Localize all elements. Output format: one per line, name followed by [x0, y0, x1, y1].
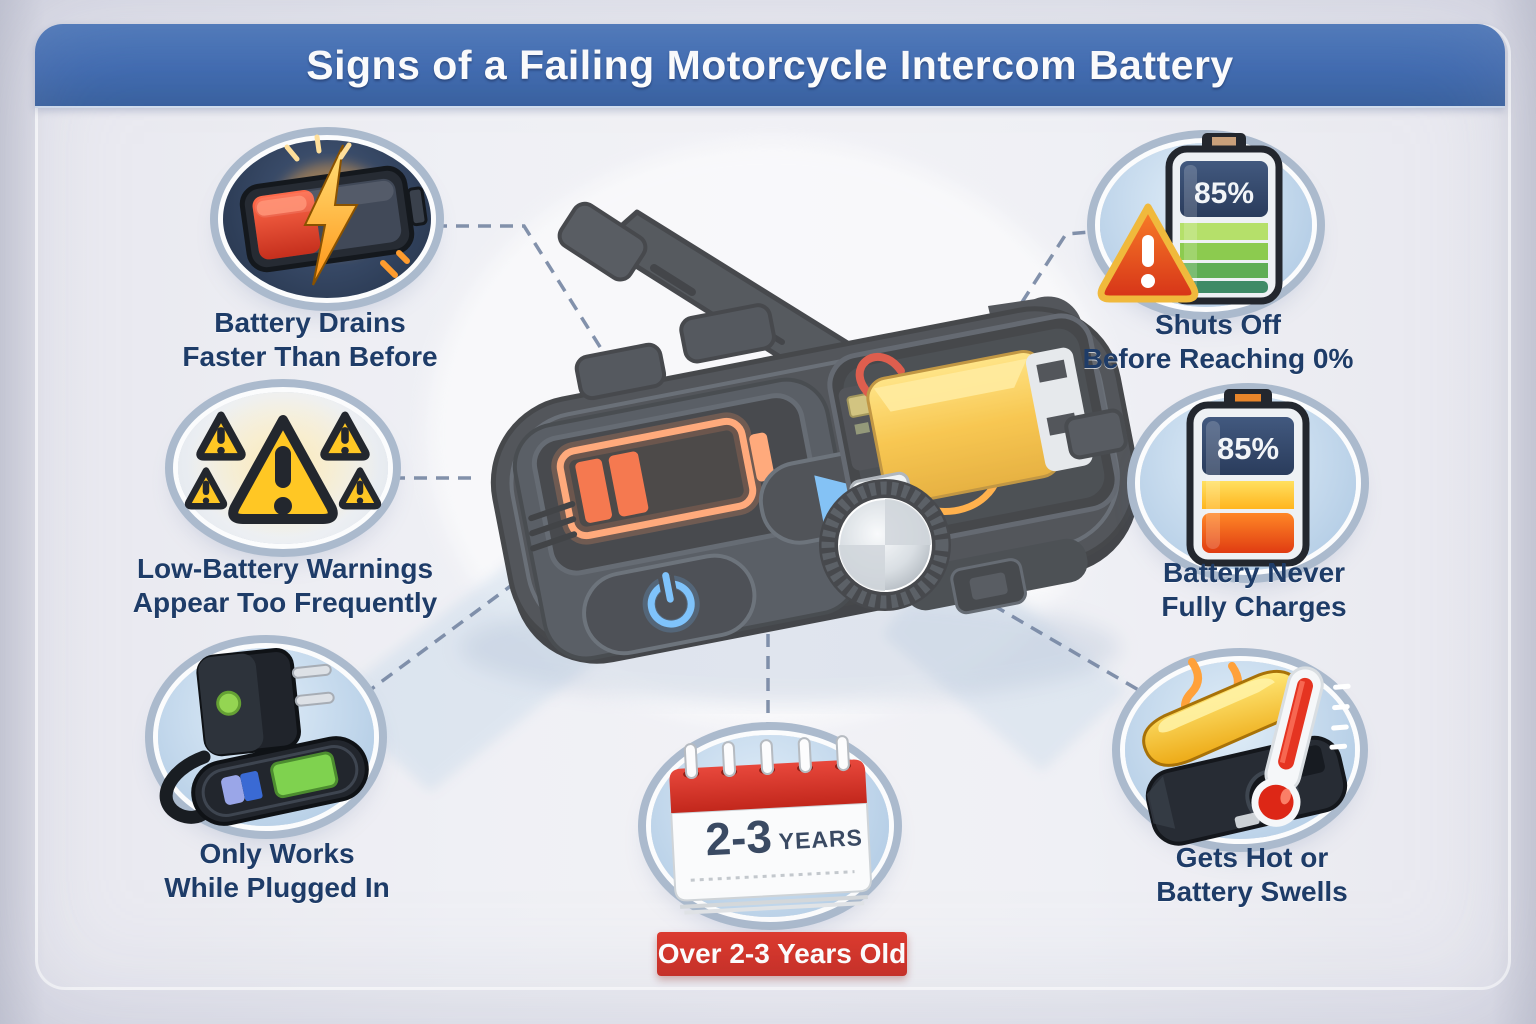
- battery-never-full-icon: 85%: [1186, 389, 1310, 567]
- title-banner: Signs of a Failing Motorcycle Intercom B…: [35, 24, 1505, 108]
- battery-85-warning-icon: 85%: [1097, 133, 1283, 305]
- sign-circle-age: 2-3 YEARS: [651, 735, 889, 917]
- sign-label-low-battery-warnings: Low-Battery Warnings Appear Too Frequent…: [132, 553, 438, 619]
- remote-dongle: [191, 736, 369, 826]
- small-warning-triangle: [188, 415, 378, 506]
- charger-plug-icon: [159, 648, 369, 826]
- battery-percentage: 85%: [1194, 177, 1254, 210]
- sign-label-gets-hot: Gets Hot or Battery Swells: [1156, 842, 1348, 908]
- sign-circle-battery-drains: [223, 134, 431, 298]
- calendar-icon: 2-3 YEARS: [669, 735, 872, 915]
- sign-label-shuts-off: Shuts Off Before Reaching 0%: [1082, 309, 1354, 375]
- sign-label-never-fully-charges: Battery Never Fully Charges: [1161, 557, 1347, 623]
- wall-charger: [196, 648, 335, 757]
- battery-gauge: 85%: [1186, 389, 1310, 567]
- battery-percentage: 85%: [1217, 431, 1279, 466]
- charger-led: [216, 690, 242, 716]
- warning-triangles-icon: [178, 396, 388, 536]
- sign-label-only-works-plugged: Only Works While Plugged In: [164, 838, 390, 904]
- binder-rings: [683, 735, 851, 780]
- thermometer-icon: [1251, 666, 1351, 827]
- calendar-range-text: 2-3: [704, 810, 773, 865]
- sign-circle-shuts-off: 85%: [1097, 133, 1312, 307]
- sign-circle-low-battery-warnings: [178, 392, 388, 544]
- hot-battery-thermometer-icon: [1142, 658, 1351, 846]
- calendar-unit-text: YEARS: [778, 824, 863, 854]
- sign-circle-only-works-plugged: [158, 648, 374, 826]
- warning-triangle-icon: [1097, 203, 1199, 303]
- sign-circle-never-fully-charges: 85%: [1140, 389, 1356, 570]
- battery-gauge: 85%: [1165, 133, 1283, 305]
- age-badge: Over 2-3 Years Old: [657, 932, 907, 976]
- page-title: Signs of a Failing Motorcycle Intercom B…: [306, 41, 1234, 88]
- sign-circle-gets-hot: [1125, 658, 1355, 846]
- main-warning-triangle: [233, 420, 333, 519]
- drained-battery-lightning-icon: [239, 134, 428, 286]
- sign-label-battery-drains: Battery Drains Faster Than Before: [182, 307, 438, 373]
